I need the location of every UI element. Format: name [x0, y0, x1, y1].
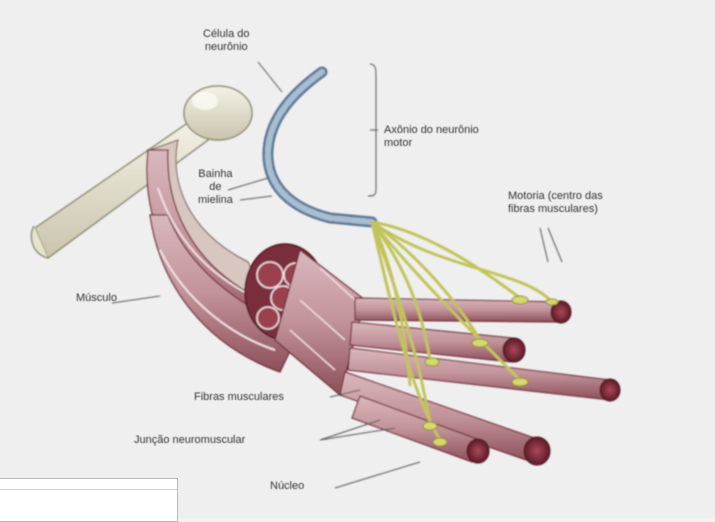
label-muscle-fibers: Fibras musculares [194, 391, 284, 404]
label-line: motor [384, 137, 479, 150]
label-line: Bainha [198, 168, 233, 181]
label-neuromuscular-junction: Junção neuromuscular [134, 434, 245, 447]
label-line: Célula do [203, 28, 249, 41]
label-line: Axônio do neurônio [384, 124, 479, 137]
label-motor-axon: Axônio do neurônio motor [384, 124, 479, 150]
label-muscle: Músculo [76, 292, 117, 305]
label-line: fibras musculares) [508, 203, 603, 216]
label-line: de [198, 181, 233, 194]
label-line: mielina [198, 194, 233, 207]
overlay-box [0, 478, 178, 522]
overlay-divider [0, 489, 177, 490]
label-nucleus: Núcleo [270, 480, 304, 493]
label-motor-endplate: Motoria (centro das fibras musculares) [508, 190, 603, 216]
label-line: neurônio [203, 41, 249, 54]
label-myelin-sheath: Bainha de mielina [198, 168, 233, 207]
label-neuron-cell: Célula do neurônio [203, 28, 249, 54]
label-line: Motoria (centro das [508, 190, 603, 203]
